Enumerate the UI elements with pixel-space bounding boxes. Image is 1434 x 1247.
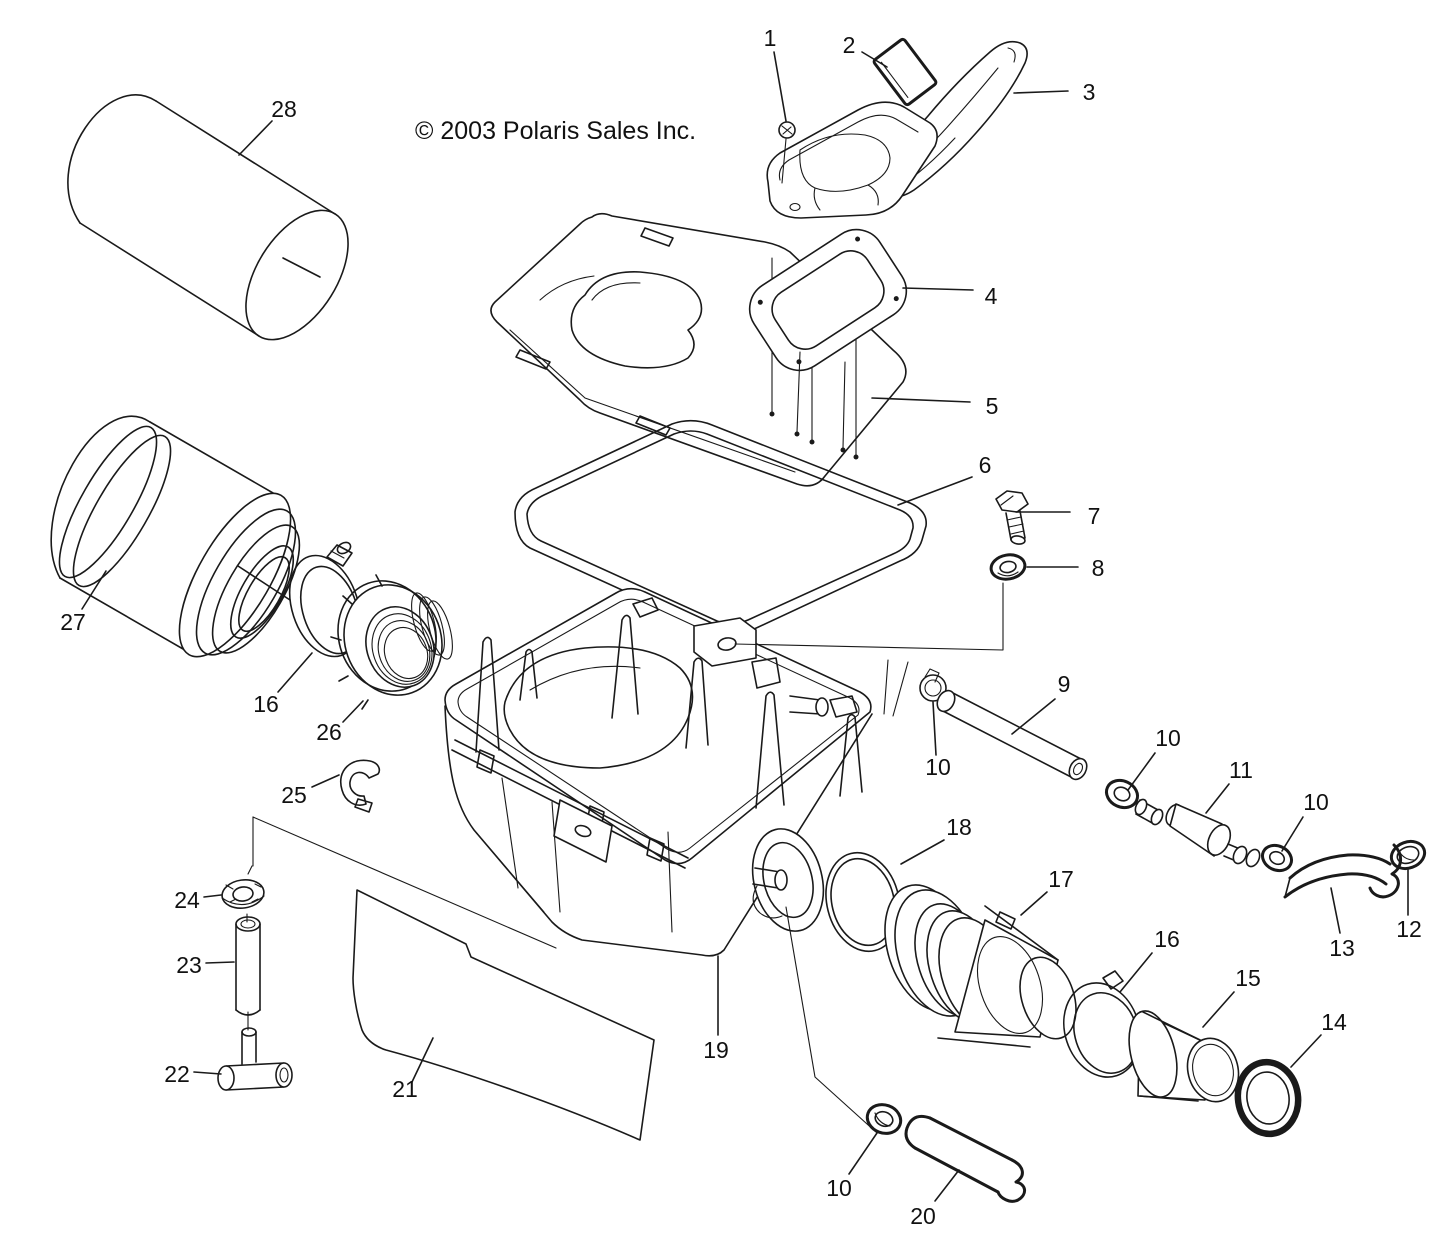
part-15-adapter-cone [1128,1010,1240,1103]
part-22-tee-fitting [217,1027,293,1091]
pointer-lines [246,582,1004,1134]
callout-16a: 16 [253,691,279,717]
callout-10a: 10 [925,754,951,780]
callout-26: 26 [316,719,342,745]
part-10b-grommet [1104,778,1140,810]
part-13-elbow-hose [1283,843,1402,899]
callout-24: 24 [174,887,200,913]
callout-4: 4 [985,283,998,309]
part-21-foam-panel [352,889,655,1141]
callout-labels: 1 2 3 4 5 6 7 8 9 10 10 11 10 12 13 14 1… [60,25,1422,1229]
callout-18: 18 [946,814,972,840]
part-25-clip [339,759,381,813]
part-11-check-valve [1134,798,1261,868]
part-14-clamp-ring [1234,1058,1302,1138]
part-23-drain-tube [235,916,261,1016]
callout-25: 25 [281,782,307,808]
callout-17: 17 [1048,866,1074,892]
callout-27: 27 [60,609,86,635]
part-19-airbox-body [411,587,909,957]
callout-14: 14 [1321,1009,1347,1035]
part-26-lock-ring [330,574,443,710]
callout-10b: 10 [1155,725,1181,751]
part-20-drain-hose [904,1114,1026,1203]
callout-15: 15 [1235,965,1261,991]
part-1-screw [778,121,796,184]
callout-5: 5 [986,393,999,419]
part-3-seat-snorkel-assembly [766,40,1028,219]
callout-2: 2 [843,32,856,58]
callout-22: 22 [164,1061,190,1087]
callout-16b: 16 [1154,926,1180,952]
callout-20: 20 [910,1203,936,1229]
leader-lines [81,51,1409,1202]
part-12-ring [1389,839,1427,871]
part-28-sleeve-cylinder [67,94,349,341]
part-27-air-filter [50,415,301,658]
callout-7: 7 [1088,503,1101,529]
callout-21: 21 [392,1076,418,1102]
part-4-lid-frame [748,228,908,453]
part-24-nut [221,879,265,909]
callout-6: 6 [979,452,992,478]
callout-9: 9 [1058,671,1071,697]
part-9-vent-tube [936,689,1088,781]
part-2-foam-pad [872,37,938,107]
callout-8: 8 [1092,555,1105,581]
callout-19: 19 [703,1037,729,1063]
part-10c-grommet [1260,843,1294,873]
part-6-gasket-seal [514,419,927,636]
part-7-bolt [995,490,1029,545]
callout-13: 13 [1329,935,1355,961]
part-10d-grommet [865,1103,903,1135]
part-8-washer [989,553,1027,581]
callout-28: 28 [271,96,297,122]
callout-23: 23 [176,952,202,978]
part-17-bellows-boot [884,884,1077,1048]
callout-3: 3 [1083,79,1096,105]
callout-1: 1 [764,25,777,51]
callout-10d: 10 [826,1175,852,1201]
callout-12: 12 [1396,916,1422,942]
callout-10c: 10 [1303,789,1329,815]
part-10a-clamp [919,668,947,702]
copyright-text: © 2003 Polaris Sales Inc. [415,117,696,145]
callout-11: 11 [1229,757,1253,783]
